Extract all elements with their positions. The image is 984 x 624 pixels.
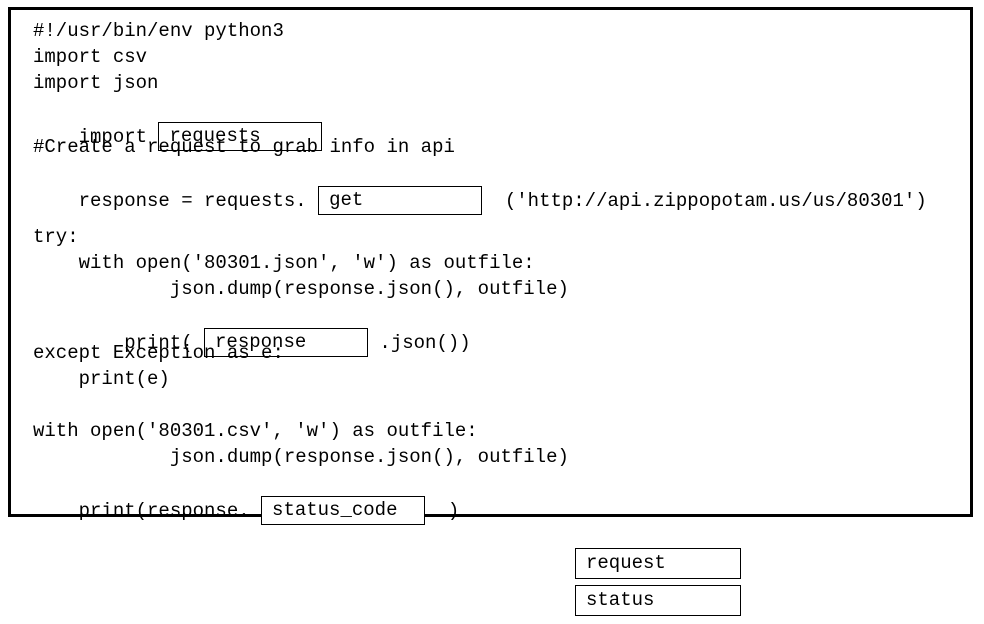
drop-slot-method[interactable]: get <box>318 186 483 215</box>
code-line-print-e: print(e) <box>33 368 170 390</box>
code-line-comment: #Create a request to grab info in api <box>33 136 455 158</box>
code-text: .json()) <box>368 331 471 354</box>
code-line-except: except Exception as e: <box>33 342 284 364</box>
code-text: response = requests. <box>78 189 319 212</box>
code-line-shebang: #!/usr/bin/env python3 <box>33 20 284 42</box>
code-line-print-status: print(response. status_code ) <box>33 474 459 547</box>
drop-slot-print-object[interactable]: response <box>204 328 369 357</box>
code-line-json-dump-csv: json.dump(response.json(), outfile) <box>33 446 569 468</box>
code-text: print(response. <box>78 499 262 522</box>
code-line-json-dump: json.dump(response.json(), outfile) <box>33 278 569 300</box>
code-line-try: try: <box>33 226 79 248</box>
code-line-import-csv: import csv <box>33 46 148 68</box>
answer-tile-request[interactable]: request <box>575 548 741 579</box>
code-line-response-request: response = requests. get ('http://api.zi… <box>33 164 927 237</box>
code-line-import-json: import json <box>33 72 159 94</box>
code-text: import <box>78 125 159 148</box>
code-line-with-json: with open('80301.json', 'w') as outfile: <box>33 252 535 274</box>
code-line-with-csv: with open('80301.csv', 'w') as outfile: <box>33 420 478 442</box>
code-panel: #!/usr/bin/env python3 import csv import… <box>8 7 973 525</box>
code-text: ('http://api.zippopotam.us/us/80301') <box>482 189 927 212</box>
answer-tile-status[interactable]: status <box>575 585 741 616</box>
code-line-import-slot: import requests <box>33 100 323 173</box>
code-line-print-slot: print( response .json()) <box>33 306 471 379</box>
drop-slot-import[interactable]: requests <box>158 122 323 151</box>
code-text: ) <box>425 499 460 522</box>
code-text: print( <box>78 331 205 354</box>
drop-slot-attribute[interactable]: status_code <box>261 496 426 525</box>
